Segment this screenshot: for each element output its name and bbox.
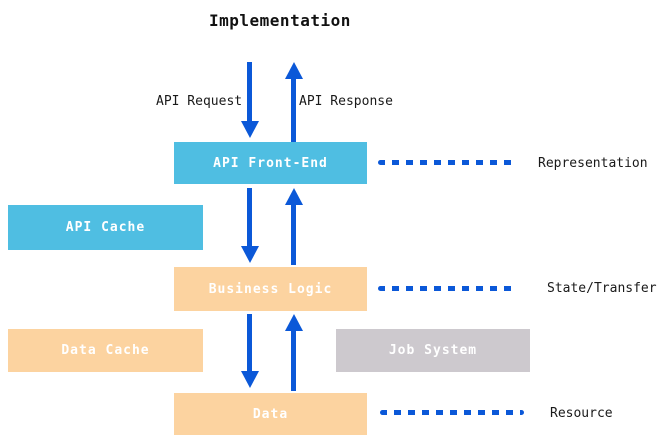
api-cache-label: API Cache: [65, 220, 146, 235]
api-request-arrowhead-icon: [241, 121, 259, 138]
api-response-arrowhead-icon: [285, 62, 303, 79]
front-end-to-logic-arrowhead-icon: [241, 246, 259, 263]
representation-label: Representation: [538, 156, 648, 171]
front-end-to-logic-arrow-line: [247, 188, 252, 247]
logic-to-data-arrowhead-icon: [241, 371, 259, 388]
api-response-label: API Response: [299, 94, 393, 109]
data-label: Data: [252, 406, 289, 422]
data-cache-box: Data Cache: [8, 329, 203, 372]
logic-to-front-end-arrow-line: [291, 204, 296, 265]
api-response-arrow-line: [291, 78, 296, 142]
job-system-label: Job System: [388, 343, 478, 358]
logic-to-data-arrow-line: [247, 314, 252, 372]
api-cache-box: API Cache: [8, 205, 203, 250]
data-cache-label: Data Cache: [61, 343, 150, 358]
data-to-logic-arrowhead-icon: [285, 314, 303, 331]
resource-label: Resource: [550, 406, 613, 421]
resource-dashed-line: [380, 410, 524, 415]
job-system-box: Job System: [336, 329, 530, 372]
state-transfer-label: State/Transfer: [547, 281, 657, 296]
api-request-arrow-line: [247, 62, 252, 122]
logic-to-front-end-arrowhead-icon: [285, 188, 303, 205]
api-request-label: API Request: [156, 94, 243, 109]
business-logic-box: Business Logic: [174, 267, 367, 311]
data-to-logic-arrow-line: [291, 330, 296, 391]
api-front-end-box: API Front-End: [174, 142, 367, 184]
diagram-title: Implementation: [209, 11, 351, 30]
api-front-end-label: API Front-End: [213, 155, 328, 171]
business-logic-label: Business Logic: [208, 281, 333, 297]
representation-dashed-line: [378, 160, 518, 165]
state-transfer-dashed-line: [378, 286, 518, 291]
data-box: Data: [174, 393, 367, 435]
